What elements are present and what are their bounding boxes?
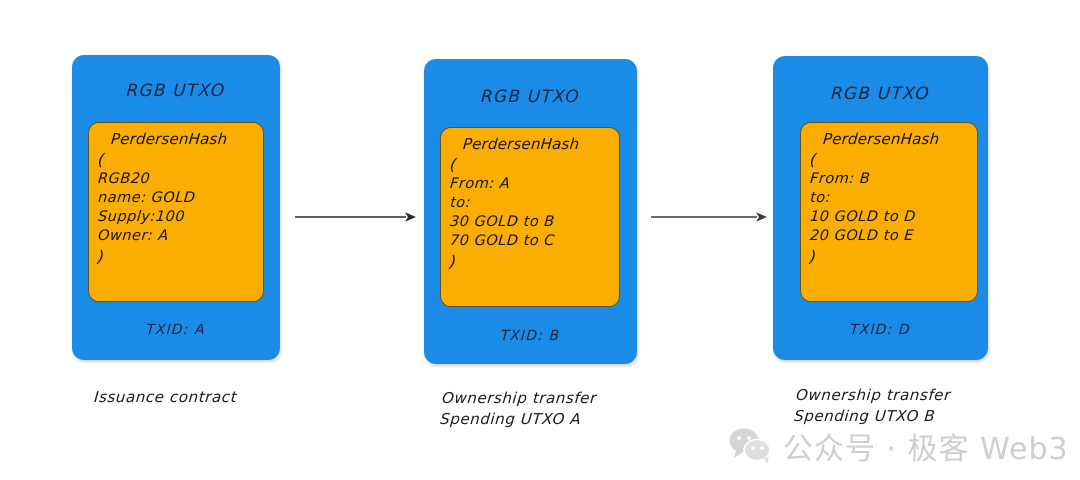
contract-line: From: A [449, 176, 511, 192]
wechat-icon [729, 428, 771, 464]
contract-close-paren: ) [449, 252, 458, 271]
utxo-card-2: RGB UTXO PerdersenHash ( From: A to: 30 … [424, 59, 637, 364]
utxo-card-3: RGB UTXO PerdersenHash ( From: B to: 10 … [773, 56, 988, 360]
contract-line: RGB20 [97, 171, 151, 187]
contract-box-1: PerdersenHash ( RGB20 name: GOLD Supply:… [88, 122, 264, 302]
arrow-card2-to-card3 [651, 212, 767, 222]
contract-box-3: PerdersenHash ( From: B to: 10 GOLD to D… [800, 122, 978, 302]
card-txid: TXID: B [500, 328, 561, 344]
contract-line: Supply:100 [97, 209, 186, 225]
caption-line: Ownership transfer [795, 386, 952, 404]
contract-line: 70 GOLD to C [449, 233, 556, 249]
utxo-card-1: RGB UTXO PerdersenHash ( RGB20 name: GOL… [72, 55, 280, 360]
card-title: RGB UTXO [480, 87, 581, 107]
contract-hash: PerdersenHash [822, 130, 941, 148]
contract-line: Owner: A [97, 228, 170, 244]
contract-line: 20 GOLD to E [809, 228, 915, 244]
caption-line: Spending UTXO B [793, 407, 937, 425]
watermark: 公众号 · 极客 Web3 [728, 424, 1069, 468]
caption-card-3: Ownership transfer Spending UTXO B [793, 385, 952, 427]
caption-line: Ownership transfer [441, 389, 598, 407]
contract-line: to: [809, 190, 832, 206]
watermark-text: 公众号 · 极客 Web3 [783, 432, 1069, 467]
contract-close-paren: ) [97, 247, 106, 266]
caption-line: Spending UTXO A [439, 410, 583, 428]
card-txid: TXID: A [145, 322, 207, 338]
contract-line: 10 GOLD to D [809, 209, 917, 225]
caption-card-2: Ownership transfer Spending UTXO A [439, 388, 598, 430]
contract-close-paren: ) [809, 247, 818, 266]
caption-line: Issuance contract [93, 388, 238, 406]
card-title: RGB UTXO [830, 84, 931, 104]
contract-open-paren: ( [449, 155, 458, 174]
contract-open-paren: ( [97, 150, 106, 169]
caption-card-1: Issuance contract [93, 387, 238, 408]
contract-line: From: B [809, 171, 871, 187]
card-title: RGB UTXO [125, 81, 227, 101]
contract-box-2: PerdersenHash ( From: A to: 30 GOLD to B… [440, 127, 620, 307]
contract-line: 30 GOLD to B [449, 214, 556, 230]
contract-hash: PerdersenHash [462, 135, 581, 153]
card-txid: TXID: D [849, 322, 912, 338]
contract-open-paren: ( [809, 150, 818, 169]
contract-line: name: GOLD [97, 190, 197, 206]
contract-line: to: [449, 195, 472, 211]
contract-hash: PerdersenHash [110, 130, 229, 148]
arrow-card1-to-card2 [295, 212, 416, 222]
